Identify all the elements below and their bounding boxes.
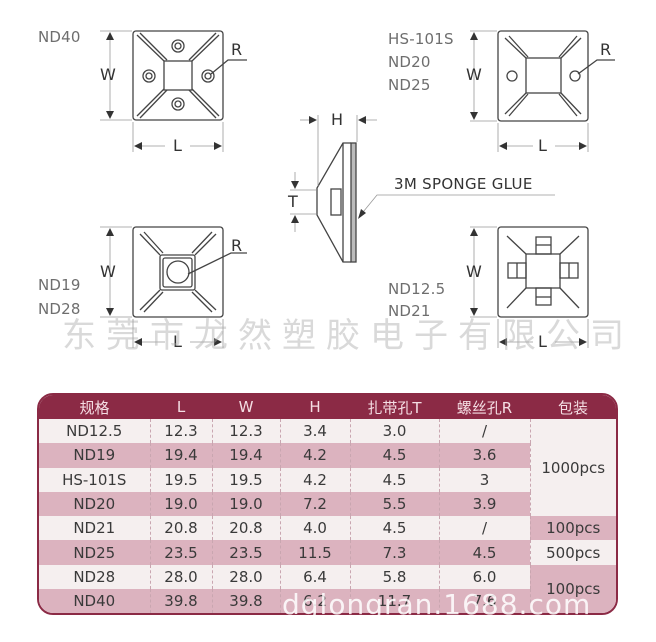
cell-r: 3.9 [438, 491, 530, 517]
model-label: ND25 [388, 76, 431, 94]
cell-w: 39.8 [211, 589, 280, 613]
cell-l: 20.8 [149, 516, 212, 541]
col-header-l: L [150, 395, 212, 419]
cell-r: / [438, 419, 530, 444]
company-watermark: 东莞市龙然塑胶电子有限公司 [62, 316, 634, 356]
cell-l: 19.5 [149, 467, 212, 492]
dim-w-label: W [100, 65, 116, 84]
cell-r: 7.6 [438, 589, 530, 613]
cell-model: ND28 [39, 564, 150, 590]
table-row: ND20 19.0 19.0 7.2 5.5 3.9 [39, 491, 616, 517]
dim-r-label: R [231, 236, 243, 255]
model-label: ND19 [38, 276, 81, 294]
cell-t: 3.0 [349, 419, 439, 444]
cell-r: 4.5 [438, 540, 530, 565]
col-header-w: W [212, 395, 280, 419]
cell-w: 20.8 [211, 516, 280, 541]
cell-t: 4.5 [349, 443, 439, 468]
dim-l-label: L [173, 136, 182, 155]
cell-t: 5.5 [349, 491, 439, 517]
model-label: HS-101S [388, 30, 454, 48]
cell-packaging: 100pcs [529, 564, 616, 613]
cell-r: 3 [438, 467, 530, 492]
cell-w: 28.0 [211, 564, 280, 590]
cell-t: 4.5 [349, 467, 439, 492]
cell-model: ND19 [39, 443, 150, 468]
col-header-screw-hole: 螺丝孔R [439, 395, 530, 419]
cell-h: 7.2 [279, 491, 350, 517]
cell-l: 12.3 [149, 419, 212, 444]
cell-model: ND20 [39, 491, 150, 517]
table-row: HS-101S 19.5 19.5 4.2 4.5 3 [39, 467, 616, 492]
table-row: ND25 23.5 23.5 11.5 7.3 4.5 500pcs [39, 540, 616, 565]
cell-packaging: 500pcs [529, 540, 616, 565]
table-row: ND40 39.8 39.8 6.2 11.7 7.6 [39, 589, 616, 613]
dim-l-label: L [173, 332, 182, 351]
cell-h: 3.4 [279, 419, 350, 444]
col-header-tie-hole: 扎带孔T [350, 395, 439, 419]
cell-model: HS-101S [39, 467, 150, 492]
sponge-glue-label: 3M SPONGE GLUE [394, 175, 533, 193]
cell-r: / [438, 516, 530, 541]
cell-h: 6.2 [279, 589, 350, 613]
mount-drawing-center-hole [100, 226, 247, 348]
cell-l: 39.8 [149, 589, 212, 613]
table-row: ND28 28.0 28.0 6.4 5.8 6.0 100pcs [39, 564, 616, 613]
dim-r-label: R [231, 40, 243, 59]
table-row: ND19 19.4 19.4 4.2 4.5 3.6 [39, 443, 616, 468]
dim-w-label: W [466, 65, 482, 84]
cell-w: 19.5 [211, 467, 280, 492]
mount-drawing-tabs [470, 226, 589, 348]
mount-drawing-2hole [470, 30, 615, 152]
col-header-model: 规格 [39, 395, 150, 419]
dim-w-label: W [100, 262, 116, 281]
cell-w: 19.0 [211, 491, 280, 517]
cell-model: ND21 [39, 516, 150, 541]
table-row: ND12.5 12.3 12.3 3.4 3.0 / 1000pcs [39, 419, 616, 517]
cell-l: 19.4 [149, 443, 212, 468]
cell-r: 6.0 [438, 564, 530, 590]
model-label: ND12.5 [388, 280, 446, 298]
cell-t: 4.5 [349, 516, 439, 541]
cell-w: 19.4 [211, 443, 280, 468]
cell-model: ND40 [39, 589, 150, 613]
spec-table: 规格 L W H 扎带孔T 螺丝孔R 包装 ND12.5 12.3 12.3 3… [37, 393, 618, 615]
cell-h: 4.0 [279, 516, 350, 541]
model-label: ND28 [38, 300, 81, 318]
cell-h: 11.5 [279, 540, 350, 565]
dim-t-label: T [288, 192, 298, 211]
dim-r-label: R [600, 40, 612, 59]
model-label: ND20 [388, 53, 431, 71]
cell-l: 19.0 [149, 491, 212, 517]
table-header-row: 规格 L W H 扎带孔T 螺丝孔R 包装 [39, 395, 616, 419]
cell-t: 11.7 [349, 589, 439, 613]
cell-w: 12.3 [211, 419, 280, 444]
cell-t: 5.8 [349, 564, 439, 590]
dim-w-label: W [466, 262, 482, 281]
cell-h: 4.2 [279, 467, 350, 492]
cell-l: 28.0 [149, 564, 212, 590]
cell-model: ND25 [39, 540, 150, 565]
site-watermark: dglongran.1688.com [282, 588, 592, 621]
col-header-packaging: 包装 [530, 395, 616, 419]
cell-t: 7.3 [349, 540, 439, 565]
mount-drawing-4hole [100, 30, 247, 152]
cell-h: 4.2 [279, 443, 350, 468]
cell-l: 23.5 [149, 540, 212, 565]
table-row: ND21 20.8 20.8 4.0 4.5 / 100pcs [39, 516, 616, 541]
dim-h-label: H [331, 110, 344, 129]
cell-packaging: 100pcs [529, 516, 616, 541]
model-label: ND21 [388, 302, 431, 320]
cell-h: 6.4 [279, 564, 350, 590]
cell-packaging: 1000pcs [529, 419, 616, 517]
dim-l-label: L [538, 332, 547, 351]
model-label: ND40 [38, 28, 81, 46]
side-profile-drawing [290, 115, 555, 263]
dim-l-label: L [538, 136, 547, 155]
cell-w: 23.5 [211, 540, 280, 565]
cell-r: 3.6 [438, 443, 530, 468]
cell-model: ND12.5 [39, 419, 150, 444]
col-header-h: H [280, 395, 350, 419]
